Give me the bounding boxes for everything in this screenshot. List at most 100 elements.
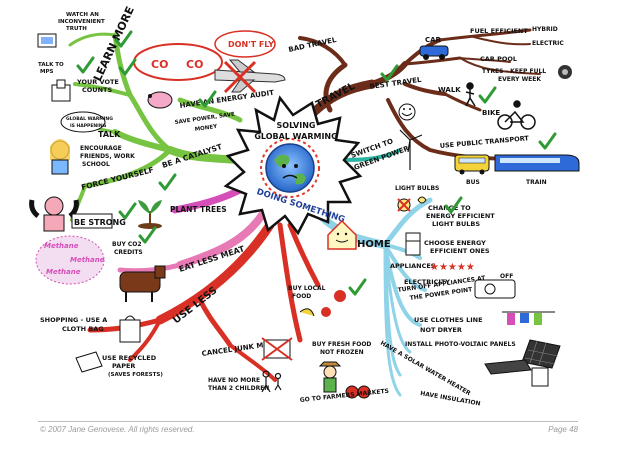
save-power-1: SAVE POWER, SAVE: [174, 112, 235, 126]
dont-fly-cloud: CO CO: [133, 43, 223, 81]
produce-icon: [345, 385, 371, 399]
piggy-bank-icon: [147, 91, 173, 109]
bulb-icons: [397, 196, 427, 212]
woman-icon: [50, 139, 70, 175]
food-icons: [299, 290, 346, 317]
children-1: HAVE NO MORE: [208, 377, 260, 384]
change-bulbs-2: ENERGY EFFICIENT: [426, 212, 495, 220]
use-less-branch: [87, 220, 321, 382]
hybrid-label: HYBRID: [532, 26, 558, 33]
co2-label-2: CO: [186, 58, 203, 71]
tv-icon: [37, 33, 57, 48]
branch-label-travel: TRAVEL: [314, 81, 357, 111]
clothes-line-label: USE CLOTHES LINE: [414, 316, 483, 324]
electric-label: ELECTRIC: [532, 40, 564, 47]
choose-energy-2: EFFICIENT ONES: [430, 247, 490, 255]
encourage-1: ENCOURAGE: [80, 145, 122, 152]
paper-icon: [75, 351, 103, 373]
inconvenient-3: TRUTH: [66, 26, 87, 32]
choose-energy-1: CHOOSE ENERGY: [424, 239, 486, 247]
footer-divider: [38, 421, 578, 422]
power-socket-icon: OFF: [474, 273, 516, 299]
buy-co2-2: CREDITS: [114, 249, 143, 256]
bubble-1: GLOBAL WARMING: [66, 116, 113, 122]
fuel-efficient-label: FUEL EFFICIENT: [470, 27, 528, 35]
methane-3: Methane: [46, 268, 81, 276]
bubble-2: IS HAPPENING: [70, 123, 107, 129]
plant-trees-branch: [171, 186, 244, 214]
copyright-text: © 2007 Jane Genovese. All rights reserve…: [40, 425, 195, 434]
change-bulbs-3: LIGHT BULBS: [432, 220, 480, 228]
walk-label: WALK: [438, 86, 461, 94]
talk-label: TALK: [98, 130, 121, 139]
fridge-icon: [405, 232, 421, 256]
methane-2: Methane: [70, 256, 105, 264]
methane-cloud: Methane Methane Methane: [35, 235, 105, 285]
tyres-label-1: TYRES - KEEP FULL: [482, 68, 546, 75]
buy-local-1: BUY LOCAL: [288, 285, 326, 292]
bus-label: BUS: [466, 179, 480, 186]
not-dryer-label: NOT DRYER: [420, 326, 462, 334]
public-transport-label: USE PUBLIC TRANSPORT: [439, 134, 529, 150]
dont-fly-label: DON'T FLY: [228, 40, 274, 49]
tyres-label-2: EVERY WEEK: [498, 76, 541, 83]
smiley-icon: [398, 103, 416, 121]
car-pool-label: CAR POOL: [480, 55, 517, 63]
solar-panel-icon: [521, 339, 561, 369]
bag-icon: [119, 315, 141, 343]
meat-branch: [117, 211, 266, 274]
house-icon: [327, 219, 357, 250]
pv-panels-label: INSTALL PHOTO-VOLTAIC PANELS: [405, 341, 516, 348]
encourage-3: SCHOOL: [82, 161, 110, 168]
bike-label: BIKE: [482, 109, 500, 117]
co2-label-1: CO: [151, 58, 168, 71]
shopping-1: SHOPPING - USE A: [40, 316, 107, 324]
car-label: CAR: [425, 36, 442, 44]
inconvenient-1: WATCH AN: [66, 12, 99, 18]
wind-turbine-icon: [399, 129, 423, 170]
walker-icon: [465, 82, 476, 107]
farmers-market-label: GO TO FARMERS MARKETS: [299, 388, 389, 404]
car-icon: [419, 45, 449, 60]
talk-mps-1: TALK TO: [38, 62, 64, 68]
insulation-icon: [531, 367, 549, 387]
be-strong-label: BE STRONG: [74, 218, 126, 227]
farmer-icon: [318, 361, 342, 393]
buy-local-2: FOOD: [292, 293, 311, 300]
fresh-food-2: NOT FROZEN: [320, 349, 364, 356]
encourage-2: FRIENDS, WORK: [80, 153, 135, 160]
family-icon: [261, 370, 282, 393]
talk-mps-2: MPS: [40, 69, 54, 75]
recycled-2: PAPER: [112, 362, 135, 370]
center-title-line1: SOLVING: [277, 121, 316, 130]
buy-co2-1: BUY CO2: [112, 241, 142, 248]
shopping-2: CLOTH BAG: [62, 325, 104, 333]
tyre-icon: [558, 65, 572, 79]
vote-1: YOUR VOTE: [76, 78, 119, 86]
star-rating: ★★★★★: [430, 262, 475, 273]
methane-1: Methane: [44, 242, 79, 250]
train-icon: [494, 154, 580, 172]
seedling-icon: [138, 200, 162, 229]
solar-heater-label: HAVE A SOLAR WATER HEATER: [379, 340, 472, 398]
dont-fly-bubble: [214, 30, 276, 58]
water-heater-icon: [484, 359, 532, 375]
airplane-icon: [214, 59, 286, 94]
off-label: OFF: [500, 273, 513, 280]
force-yourself-label: FORCE YOURSELF: [80, 165, 154, 192]
recycled-1: USE RECYCLED: [102, 354, 157, 362]
strong-man-icon: [29, 196, 79, 232]
train-label: TRAIN: [526, 179, 547, 186]
clothes-line-icon: [502, 311, 555, 325]
home-branch: [316, 197, 433, 397]
center-title-line2: GLOBAL WARMING: [254, 132, 337, 141]
fresh-food-1: BUY FRESH FOOD: [312, 341, 371, 348]
inconvenient-2: INCONVENIENT: [58, 19, 105, 25]
cow-icon: [119, 265, 166, 302]
light-bulbs-label: LIGHT BULBS: [395, 185, 439, 192]
save-power-2: MONEY: [194, 124, 218, 133]
electricity-label: ELECTRICITY: [404, 278, 450, 286]
recycled-3: (SAVES FORESTS): [108, 372, 163, 378]
branch-label-home: HOME: [357, 239, 391, 250]
